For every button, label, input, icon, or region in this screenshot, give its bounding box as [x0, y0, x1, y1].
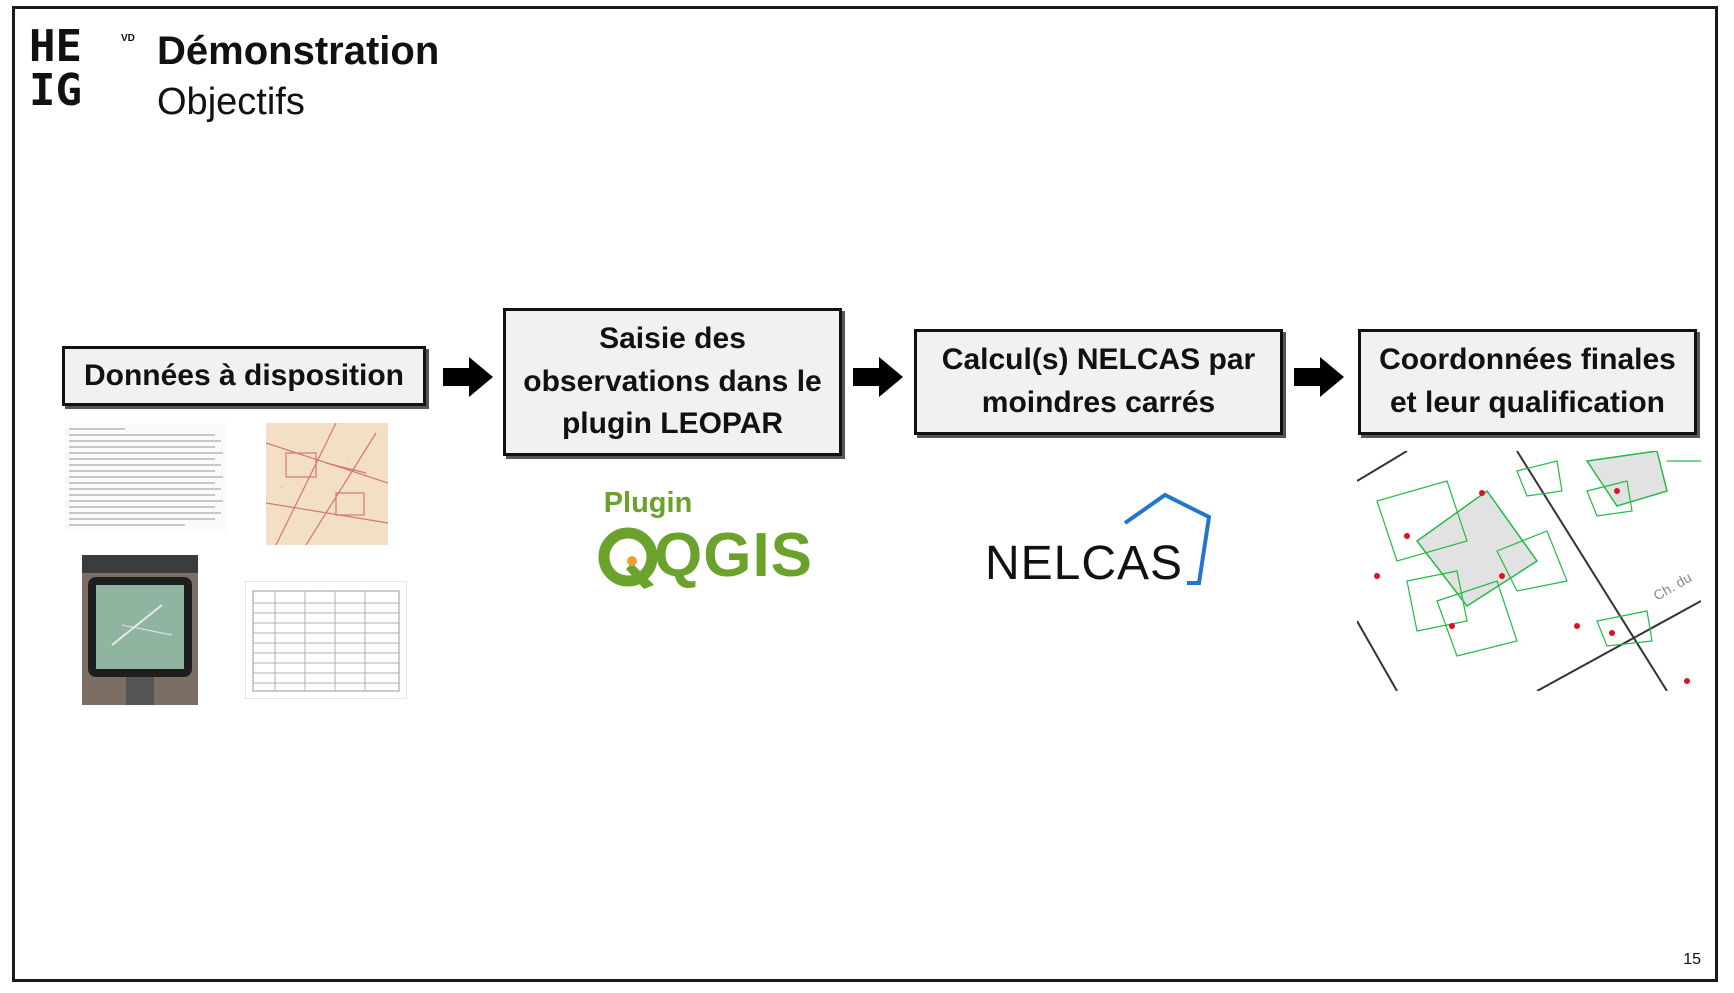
listing-document-image	[65, 423, 227, 531]
slide-subtitle: Objectifs	[157, 81, 305, 123]
svg-text:·: ·	[346, 458, 348, 465]
step-label: Coordonnées finales et leur qualificatio…	[1379, 343, 1676, 419]
step-box-nelcas: Calcul(s) NELCAS par moindres carrés	[914, 329, 1283, 435]
logo-line2: IG	[29, 65, 82, 116]
step-label: Saisie des observations dans le plugin L…	[523, 322, 822, 441]
logo-suffix: VD	[121, 33, 135, 44]
slide: HE VD IG Démonstration Objectifs Données…	[12, 6, 1718, 982]
result-map-image: Ch. du	[1357, 451, 1701, 691]
svg-text:·: ·	[280, 484, 282, 491]
cadastral-plan-image: ··	[266, 423, 388, 545]
page-number: 15	[1683, 951, 1701, 968]
slide-title: Démonstration	[157, 29, 440, 73]
field-tablet-photo	[82, 555, 198, 705]
right-arrow-icon	[1294, 357, 1344, 397]
nelcas-logo: NELCAS	[975, 487, 1225, 597]
step-label: Données à disposition	[83, 358, 405, 392]
qgis-logo: QGIS	[598, 521, 812, 591]
field-sheet-image	[245, 581, 407, 699]
step-box-leopar: Saisie des observations dans le plugin L…	[503, 308, 842, 456]
nelcas-label: NELCAS	[985, 537, 1184, 590]
heig-vd-logo: HE VD IG	[29, 25, 147, 125]
step-label: Calcul(s) NELCAS par moindres carrés	[941, 343, 1256, 419]
right-arrow-icon	[853, 357, 903, 397]
qgis-label: QGIS	[654, 521, 814, 590]
right-arrow-icon	[443, 357, 493, 397]
logo-line1: HE	[29, 21, 82, 72]
step-box-data: Données à disposition	[62, 346, 426, 406]
step-box-coordinates: Coordonnées finales et leur qualificatio…	[1358, 329, 1697, 435]
plugin-label: Plugin	[603, 487, 693, 519]
street-label: Ch. du	[1651, 569, 1695, 603]
